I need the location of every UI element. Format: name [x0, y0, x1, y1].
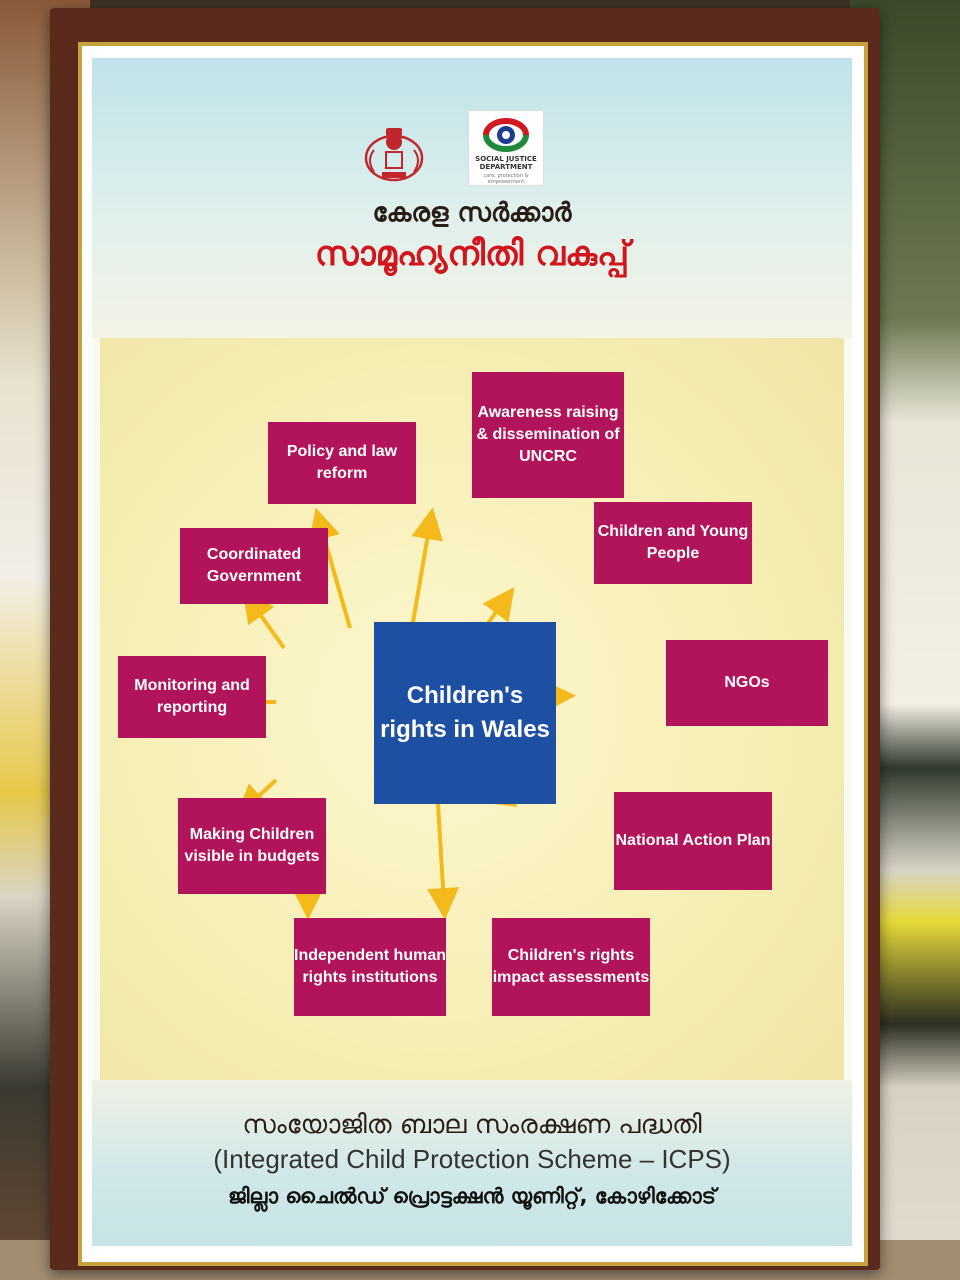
- diagram-area: Awareness raising & dissemination of UNC…: [100, 338, 844, 1080]
- scheme-name-ml: സംയോജിത ബാല സംരക്ഷണ പദ്ധതി: [242, 1110, 702, 1140]
- node-independent-human-rights: Independent human rights institutions: [294, 918, 446, 1016]
- node-national-action-plan: National Action Plan: [614, 792, 772, 890]
- poster-header: SOCIAL JUSTICE DEPARTMENT care, protecti…: [92, 58, 852, 338]
- center-node-childrens-rights: Children's rights in Wales: [374, 622, 556, 804]
- node-policy-law-reform: Policy and law reform: [268, 422, 416, 504]
- node-coordinated-government: Coordinated Government: [180, 528, 328, 604]
- govt-name: കേരള സർക്കാർ: [372, 198, 572, 228]
- poster-footer: സംയോജിത ബാല സംരക്ഷണ പദ്ധതി (Integrated C…: [92, 1080, 852, 1246]
- node-childrens-rights-impact: Children's rights impact assessments: [492, 918, 650, 1016]
- node-monitoring-reporting: Monitoring and reporting: [118, 656, 266, 738]
- scheme-name-en: (Integrated Child Protection Scheme – IC…: [213, 1144, 731, 1174]
- eye-logo-icon: [483, 118, 529, 152]
- unit-name-ml: ജില്ലാ ചൈൽഡ് പ്രൊട്ടക്ഷൻ യൂണിറ്റ്, കോഴിക…: [228, 1184, 716, 1208]
- social-justice-logo-text: SOCIAL JUSTICE DEPARTMENT: [475, 155, 537, 171]
- arrow-to-impact-assessments: [427, 803, 460, 920]
- arrow-to-coordinated-government: [242, 589, 286, 650]
- poster: SOCIAL JUSTICE DEPARTMENT care, protecti…: [92, 58, 852, 1246]
- social-justice-logo: SOCIAL JUSTICE DEPARTMENT care, protecti…: [468, 110, 544, 186]
- department-name: സാമൂഹ്യനീതി വകുപ്പ്: [314, 234, 630, 274]
- node-ngos: NGOs: [666, 640, 828, 726]
- social-justice-logo-subtext: care, protection & empowerment: [483, 173, 529, 185]
- node-children-young-people: Children and Young People: [594, 502, 752, 584]
- node-awareness: Awareness raising & dissemination of UNC…: [472, 372, 624, 498]
- arrow-to-awareness: [410, 507, 444, 629]
- kerala-emblem-icon: [364, 128, 424, 182]
- node-making-children-visible: Making Children visible in budgets: [178, 798, 326, 894]
